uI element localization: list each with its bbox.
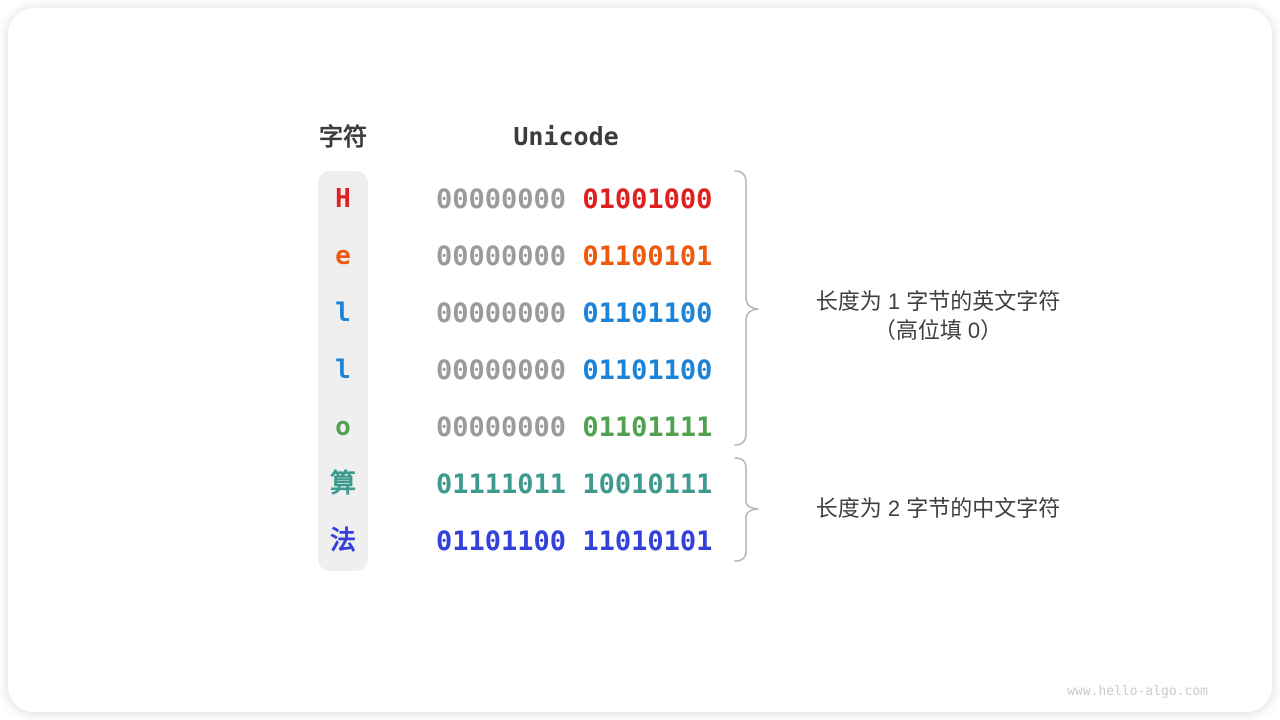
brace-2-byte-group [734, 457, 759, 562]
column-header-character: 字符 [319, 124, 367, 151]
character-cell: 算 [329, 469, 356, 499]
unicode-binary: 00000000 01101100 [436, 285, 712, 342]
table-row: 法 01101100 11010101 [8, 513, 1272, 570]
annotation-english-chars: 长度为 1 字节的英文字符 （高位填 0） [783, 287, 1093, 345]
brace-1-byte-group [734, 170, 759, 446]
annotation-line: 长度为 1 字节的英文字符 [815, 289, 1061, 314]
unicode-binary: 01101100 11010101 [436, 513, 712, 570]
character-cell: e [335, 241, 351, 271]
unicode-binary: 01111011 10010111 [436, 456, 712, 513]
byte-high: 00000000 [436, 412, 567, 443]
annotation-line: 长度为 2 字节的中文字符 [815, 496, 1061, 521]
table-row: 算 01111011 10010111 [8, 456, 1272, 513]
unicode-binary: 00000000 01101111 [436, 399, 712, 456]
table-row: l 00000000 01101100 [8, 342, 1272, 399]
byte-low: 11010101 [582, 526, 713, 557]
unicode-binary: 00000000 01001000 [436, 171, 712, 228]
byte-low: 01001000 [582, 184, 713, 215]
byte-high: 00000000 [436, 241, 567, 272]
annotation-line: （高位填 0） [873, 318, 1003, 343]
character-column-background [318, 171, 368, 571]
byte-low: 01101100 [582, 355, 713, 386]
unicode-binary: 00000000 01100101 [436, 228, 712, 285]
byte-high: 00000000 [436, 355, 567, 386]
diagram-card: 字符 Unicode H 00000000 01001000 e 00000000 … [8, 8, 1272, 712]
character-cell: l [335, 355, 351, 385]
table-row: l 00000000 01101100 [8, 285, 1272, 342]
byte-low: 10010111 [582, 469, 713, 500]
byte-low: 01101100 [582, 298, 713, 329]
byte-high: 01111011 [436, 469, 567, 500]
encoding-rows: H 00000000 01001000 e 00000000 01100101 l 0… [8, 171, 1272, 570]
annotation-chinese-chars: 长度为 2 字节的中文字符 [783, 494, 1093, 523]
character-cell: 法 [329, 526, 356, 556]
table-row: o 00000000 01101111 [8, 399, 1272, 456]
unicode-encoding-diagram: 字符 Unicode H 00000000 01001000 e 00000000 … [8, 8, 1272, 712]
character-cell: H [335, 184, 351, 214]
byte-high: 00000000 [436, 298, 567, 329]
byte-high: 00000000 [436, 184, 567, 215]
column-header-unicode: Unicode [513, 122, 619, 151]
byte-low: 01101111 [582, 412, 713, 443]
byte-high: 01101100 [436, 526, 567, 557]
unicode-binary: 00000000 01101100 [436, 342, 712, 399]
table-row: e 00000000 01100101 [8, 228, 1272, 285]
watermark-url: www.hello-algo.com [1067, 684, 1208, 699]
byte-low: 01100101 [582, 241, 713, 272]
character-cell: o [335, 412, 351, 442]
table-row: H 00000000 01001000 [8, 171, 1272, 228]
character-cell: l [335, 298, 351, 328]
